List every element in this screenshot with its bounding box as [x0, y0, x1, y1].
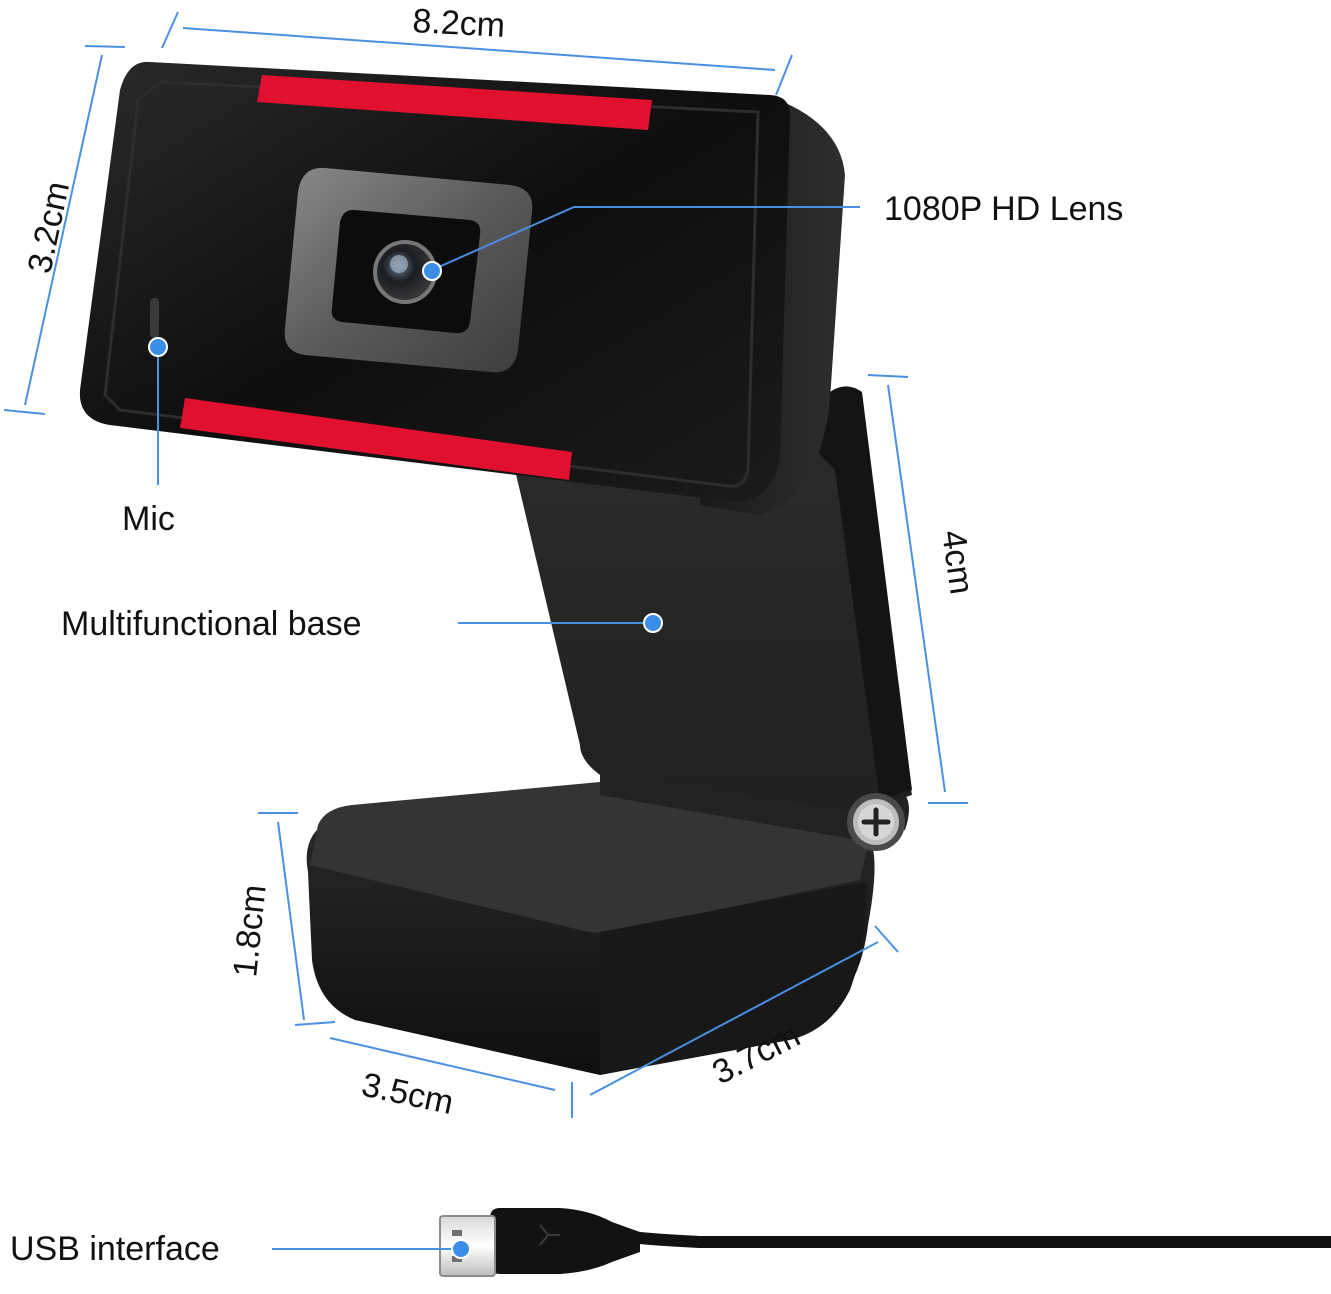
lens-callout-dot: [422, 261, 442, 281]
usb-cable: [439, 1208, 1331, 1277]
height-front-label: 3.2cm: [21, 178, 77, 276]
base-foot: [306, 782, 875, 1075]
top-red-stripe: [257, 75, 652, 130]
lens-assembly: [284, 167, 533, 373]
width-top-label: 8.2cm: [412, 2, 506, 45]
lens-callout-label: 1080P HD Lens: [884, 190, 1123, 228]
base-callout-dot: [643, 613, 663, 633]
usb-callout-label: USB interface: [10, 1230, 220, 1268]
hinge-screw: [847, 793, 905, 851]
mic-slot: [150, 298, 159, 338]
usb-callout-dot: [451, 1239, 471, 1259]
base-width-label: 3.5cm: [358, 1066, 456, 1122]
red-stripe-top: [0, 0, 1, 1]
mic-callout-label: Mic: [122, 500, 175, 538]
mic-callout-dot: [148, 337, 168, 357]
base-callout-label: Multifunctional base: [61, 605, 362, 643]
callout-dots: [148, 261, 663, 1259]
stand-height-label: 4cm: [934, 528, 981, 597]
callout-leaders: [157, 206, 860, 1250]
dimension-lines: [3, 11, 968, 1118]
stand: [515, 386, 912, 842]
bottom-red-stripe: [180, 398, 572, 480]
base-height-label: 1.8cm: [226, 883, 273, 979]
